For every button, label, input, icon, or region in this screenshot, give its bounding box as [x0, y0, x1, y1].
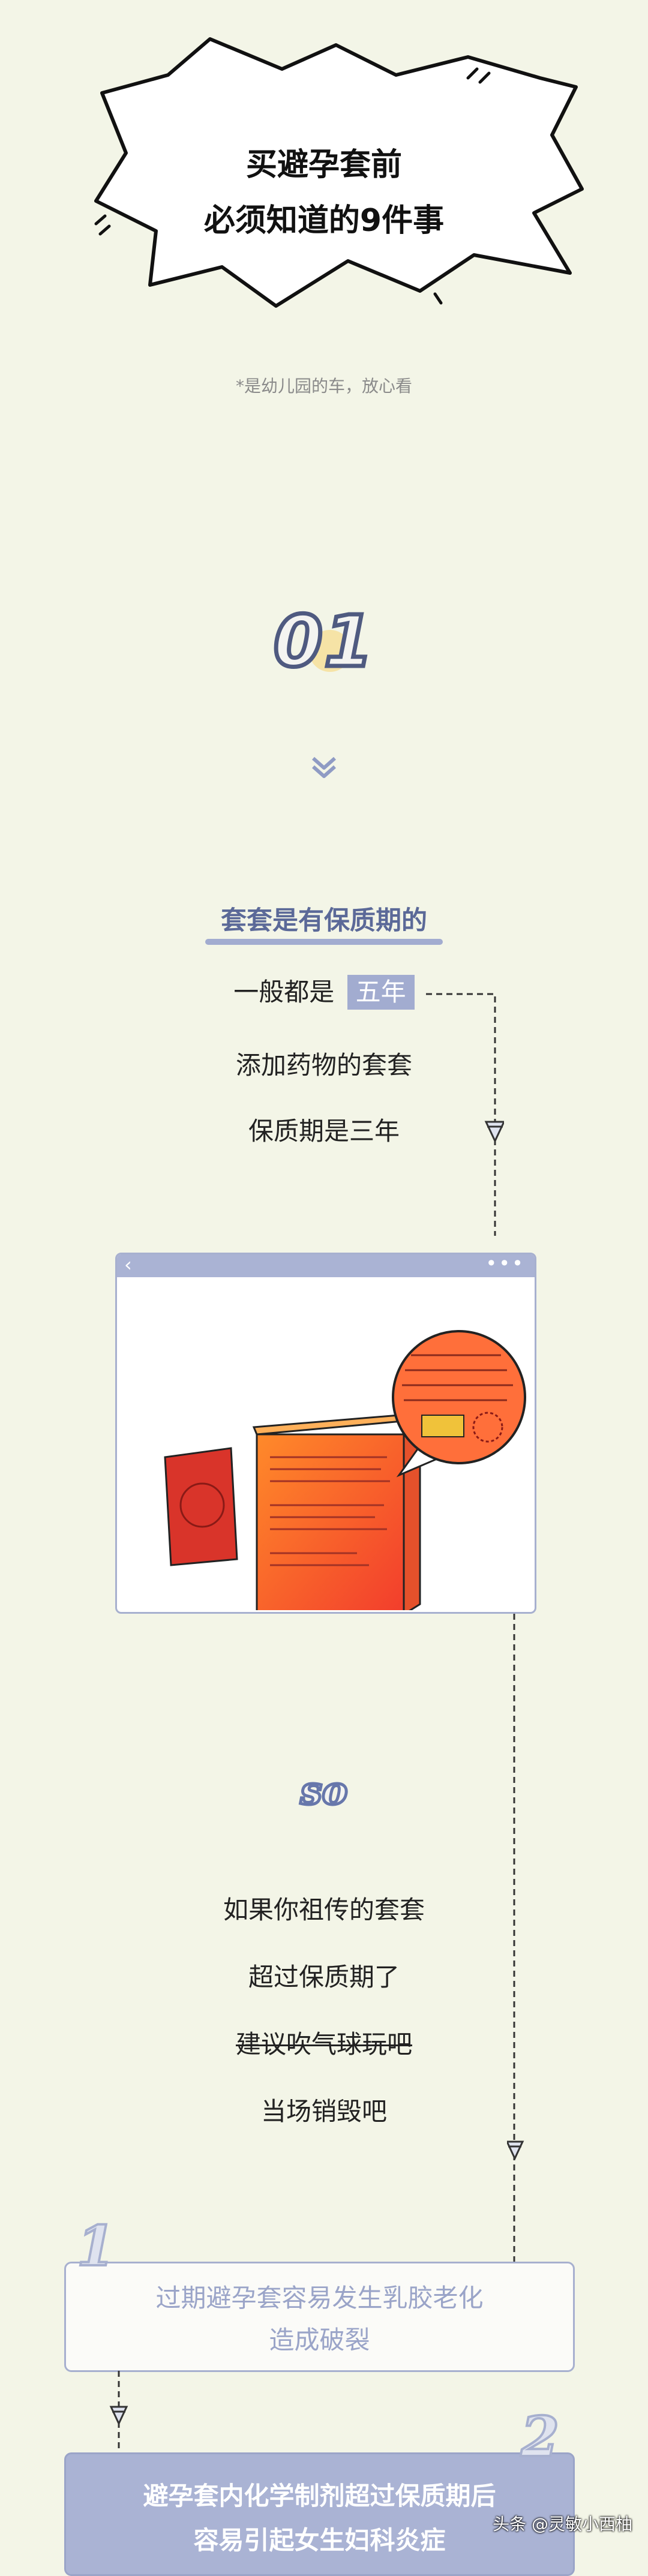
- point-number-2: 2: [520, 2403, 560, 2470]
- point-number-1: 1: [76, 2212, 116, 2280]
- watermark: 头条 @灵敏小西柚: [493, 2514, 632, 2534]
- chevron-left-icon: ‹: [124, 1253, 132, 1276]
- number-accent-circle: [309, 630, 351, 672]
- page-note: *是幼儿园的车，放心看: [235, 376, 412, 396]
- more-dots-icon: •••: [485, 1253, 525, 1275]
- dashed-connector: [507, 1614, 524, 2262]
- so-line-3: 建议吹气球玩吧: [235, 2029, 412, 2059]
- point-card-1: 过期避孕套容易发生乳胶老化 造成破裂: [64, 2262, 575, 2372]
- page-title-line2: 必须知道的9件事: [203, 203, 445, 239]
- so-line-4: 当场销毁吧: [260, 2097, 387, 2126]
- section-number: 01: [271, 598, 375, 685]
- speech-burst-shape: [94, 37, 584, 308]
- shelf-life-prefix: 一般都是: [233, 977, 335, 1007]
- section-subtitle: 套套是有保质期的: [221, 906, 427, 936]
- product-illustration-window: ‹ •••: [115, 1253, 536, 1614]
- three-year-line: 保质期是三年: [248, 1116, 400, 1146]
- page-title-line1: 买避孕套前: [245, 147, 402, 183]
- so-line-2: 超过保质期了: [248, 1962, 400, 1992]
- point-2-line1: 避孕套内化学制剂超过保质期后: [143, 2481, 496, 2511]
- dashed-connector: [109, 2371, 128, 2452]
- point-1-line2: 造成破裂: [269, 2325, 370, 2355]
- shelf-life-line: 一般都是 五年: [0, 972, 648, 1010]
- condom-box-illustration: [164, 1330, 526, 1610]
- so-label: so: [299, 1767, 349, 1815]
- so-line-1: 如果你祖传的套套: [223, 1895, 425, 1925]
- window-title-bar: ‹ •••: [117, 1254, 535, 1277]
- dashed-connector: [426, 993, 504, 1236]
- shelf-life-highlight: 五年: [347, 975, 415, 1010]
- medicated-line: 添加药物的套套: [235, 1050, 412, 1080]
- subtitle-underline: [205, 939, 443, 945]
- chevron-down-icon: [312, 756, 336, 778]
- point-1-line1: 过期避孕套容易发生乳胶老化: [155, 2283, 484, 2313]
